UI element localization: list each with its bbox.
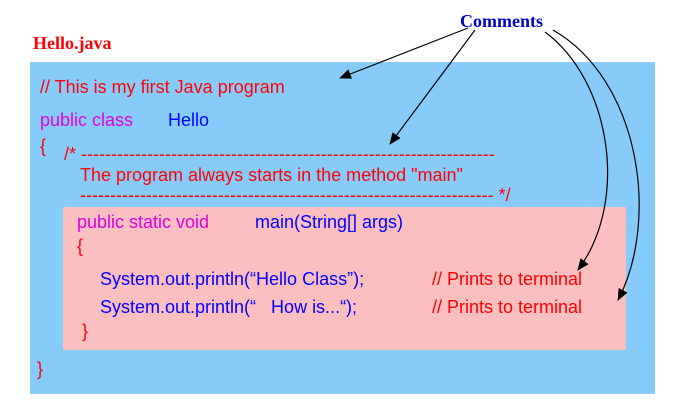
println-statement-1: System.out.println(“Hello Class”); [100, 269, 365, 289]
arrow-to-inline-comment-2 [552, 29, 640, 301]
method-open-brace: { [77, 236, 84, 256]
class-open-brace: { [40, 136, 47, 156]
file-name-label: Hello.java [33, 33, 112, 53]
method-close-brace: } [82, 321, 89, 341]
inline-comment-1: // Prints to terminal [432, 269, 583, 289]
block-comment-text: The program always starts in the method … [80, 165, 463, 185]
block-comment-start: /* -------------------------------------… [64, 144, 495, 164]
inline-comment-2: // Prints to terminal [432, 297, 583, 317]
method-keyword: public static void [77, 212, 210, 232]
method-body-box [63, 207, 626, 350]
arrow-to-inline-comment-1 [544, 31, 609, 271]
println-statement-2: System.out.println(“ How is...“); [100, 297, 358, 317]
line-comment: // This is my first Java program [40, 77, 285, 97]
block-comment-end: ----------------------------------------… [80, 185, 511, 205]
arrow-to-line-comment [339, 27, 469, 79]
method-signature: main(String[] args) [255, 212, 404, 232]
class-name: Hello [168, 110, 210, 130]
comments-label: Comments [460, 11, 543, 31]
class-close-brace: } [37, 359, 44, 379]
class-keyword: public class [40, 110, 134, 130]
arrow-to-block-comment [389, 29, 476, 145]
